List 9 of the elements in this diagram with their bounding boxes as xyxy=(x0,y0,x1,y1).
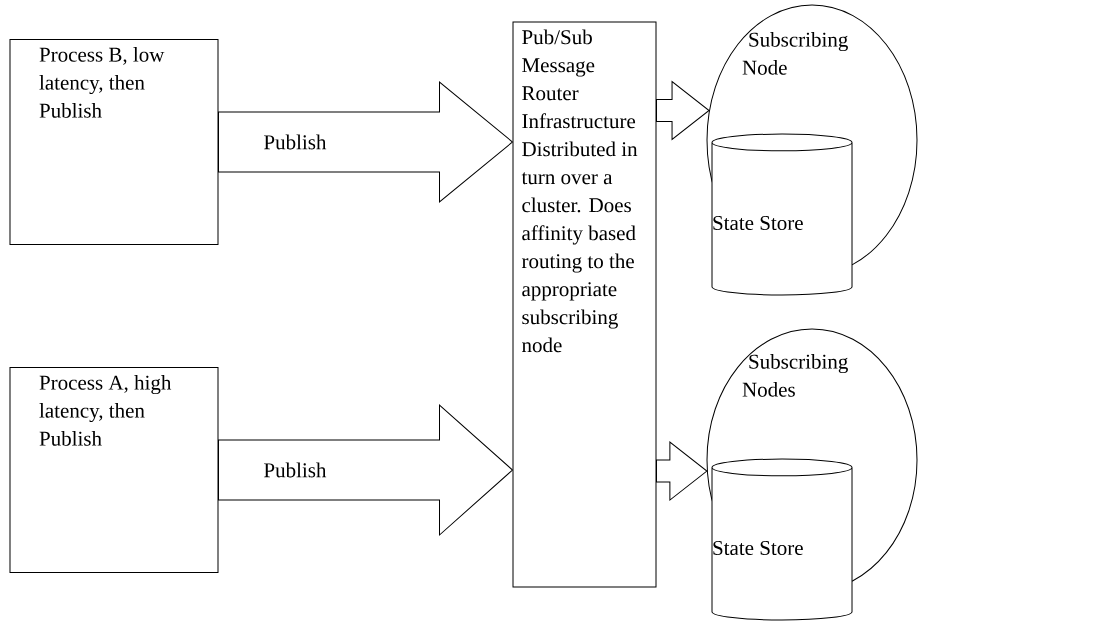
database-cylinder: State Store xyxy=(711,458,853,621)
database-cylinder: State Store xyxy=(711,133,853,296)
block-arrow xyxy=(218,81,513,203)
block-arrow xyxy=(218,404,513,536)
block-arrow xyxy=(656,81,710,140)
process-box: Process B, low latency, then Publish xyxy=(9,39,219,245)
process-box: Pub/Sub Message Router Infrastructure Distributed in turn over a cluster. Does affinity based routing to the appropriate subscribing node xyxy=(512,21,657,588)
process-box: Process A, high latency, then Publish xyxy=(9,367,219,573)
block-arrow xyxy=(656,441,708,501)
